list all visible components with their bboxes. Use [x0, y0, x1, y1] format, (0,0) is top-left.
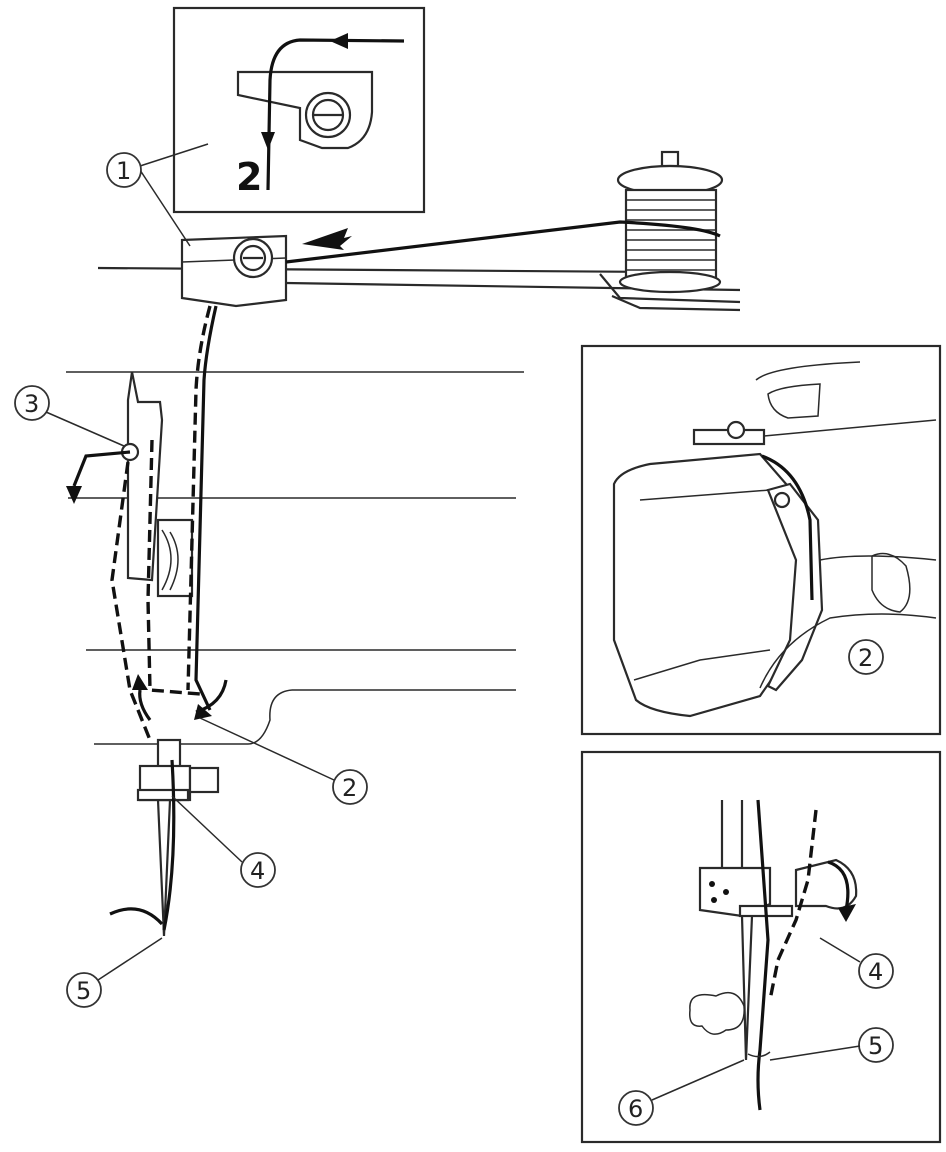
label-guide-upper: 1 [116, 157, 131, 185]
inset-take-up-closeup: 2 [580, 344, 942, 736]
inset-thread-guide: 2 [172, 6, 426, 214]
arrow-left-icon [330, 33, 348, 49]
label-needle: 5 [76, 977, 91, 1005]
machine-front: 3 2 4 5 [14, 305, 524, 1008]
inset-needle-threading: 4 5 6 [580, 750, 942, 1144]
arrow-left-icon [302, 228, 352, 250]
label-take-up: 2 [342, 774, 357, 802]
tension-screw-icon [304, 91, 352, 139]
label-hook: 6 [628, 1095, 643, 1123]
label-needle-bar-guide: 4 [250, 857, 265, 885]
arrow-down-icon [838, 904, 856, 922]
arrow-down-icon [66, 486, 82, 504]
label-needle-eye: 5 [868, 1032, 883, 1060]
machine-top: 1 [97, 143, 741, 312]
step-number: 2 [236, 155, 262, 199]
label-needle-bar-guide-inset: 4 [868, 958, 883, 986]
arrow-left-icon [194, 704, 212, 720]
arrow-down-icon [261, 132, 275, 150]
upper-thread-guide [180, 234, 288, 308]
arrow-up-icon [132, 674, 148, 690]
label-take-up-inset: 2 [858, 644, 873, 672]
label-guide-lower: 3 [24, 390, 39, 418]
